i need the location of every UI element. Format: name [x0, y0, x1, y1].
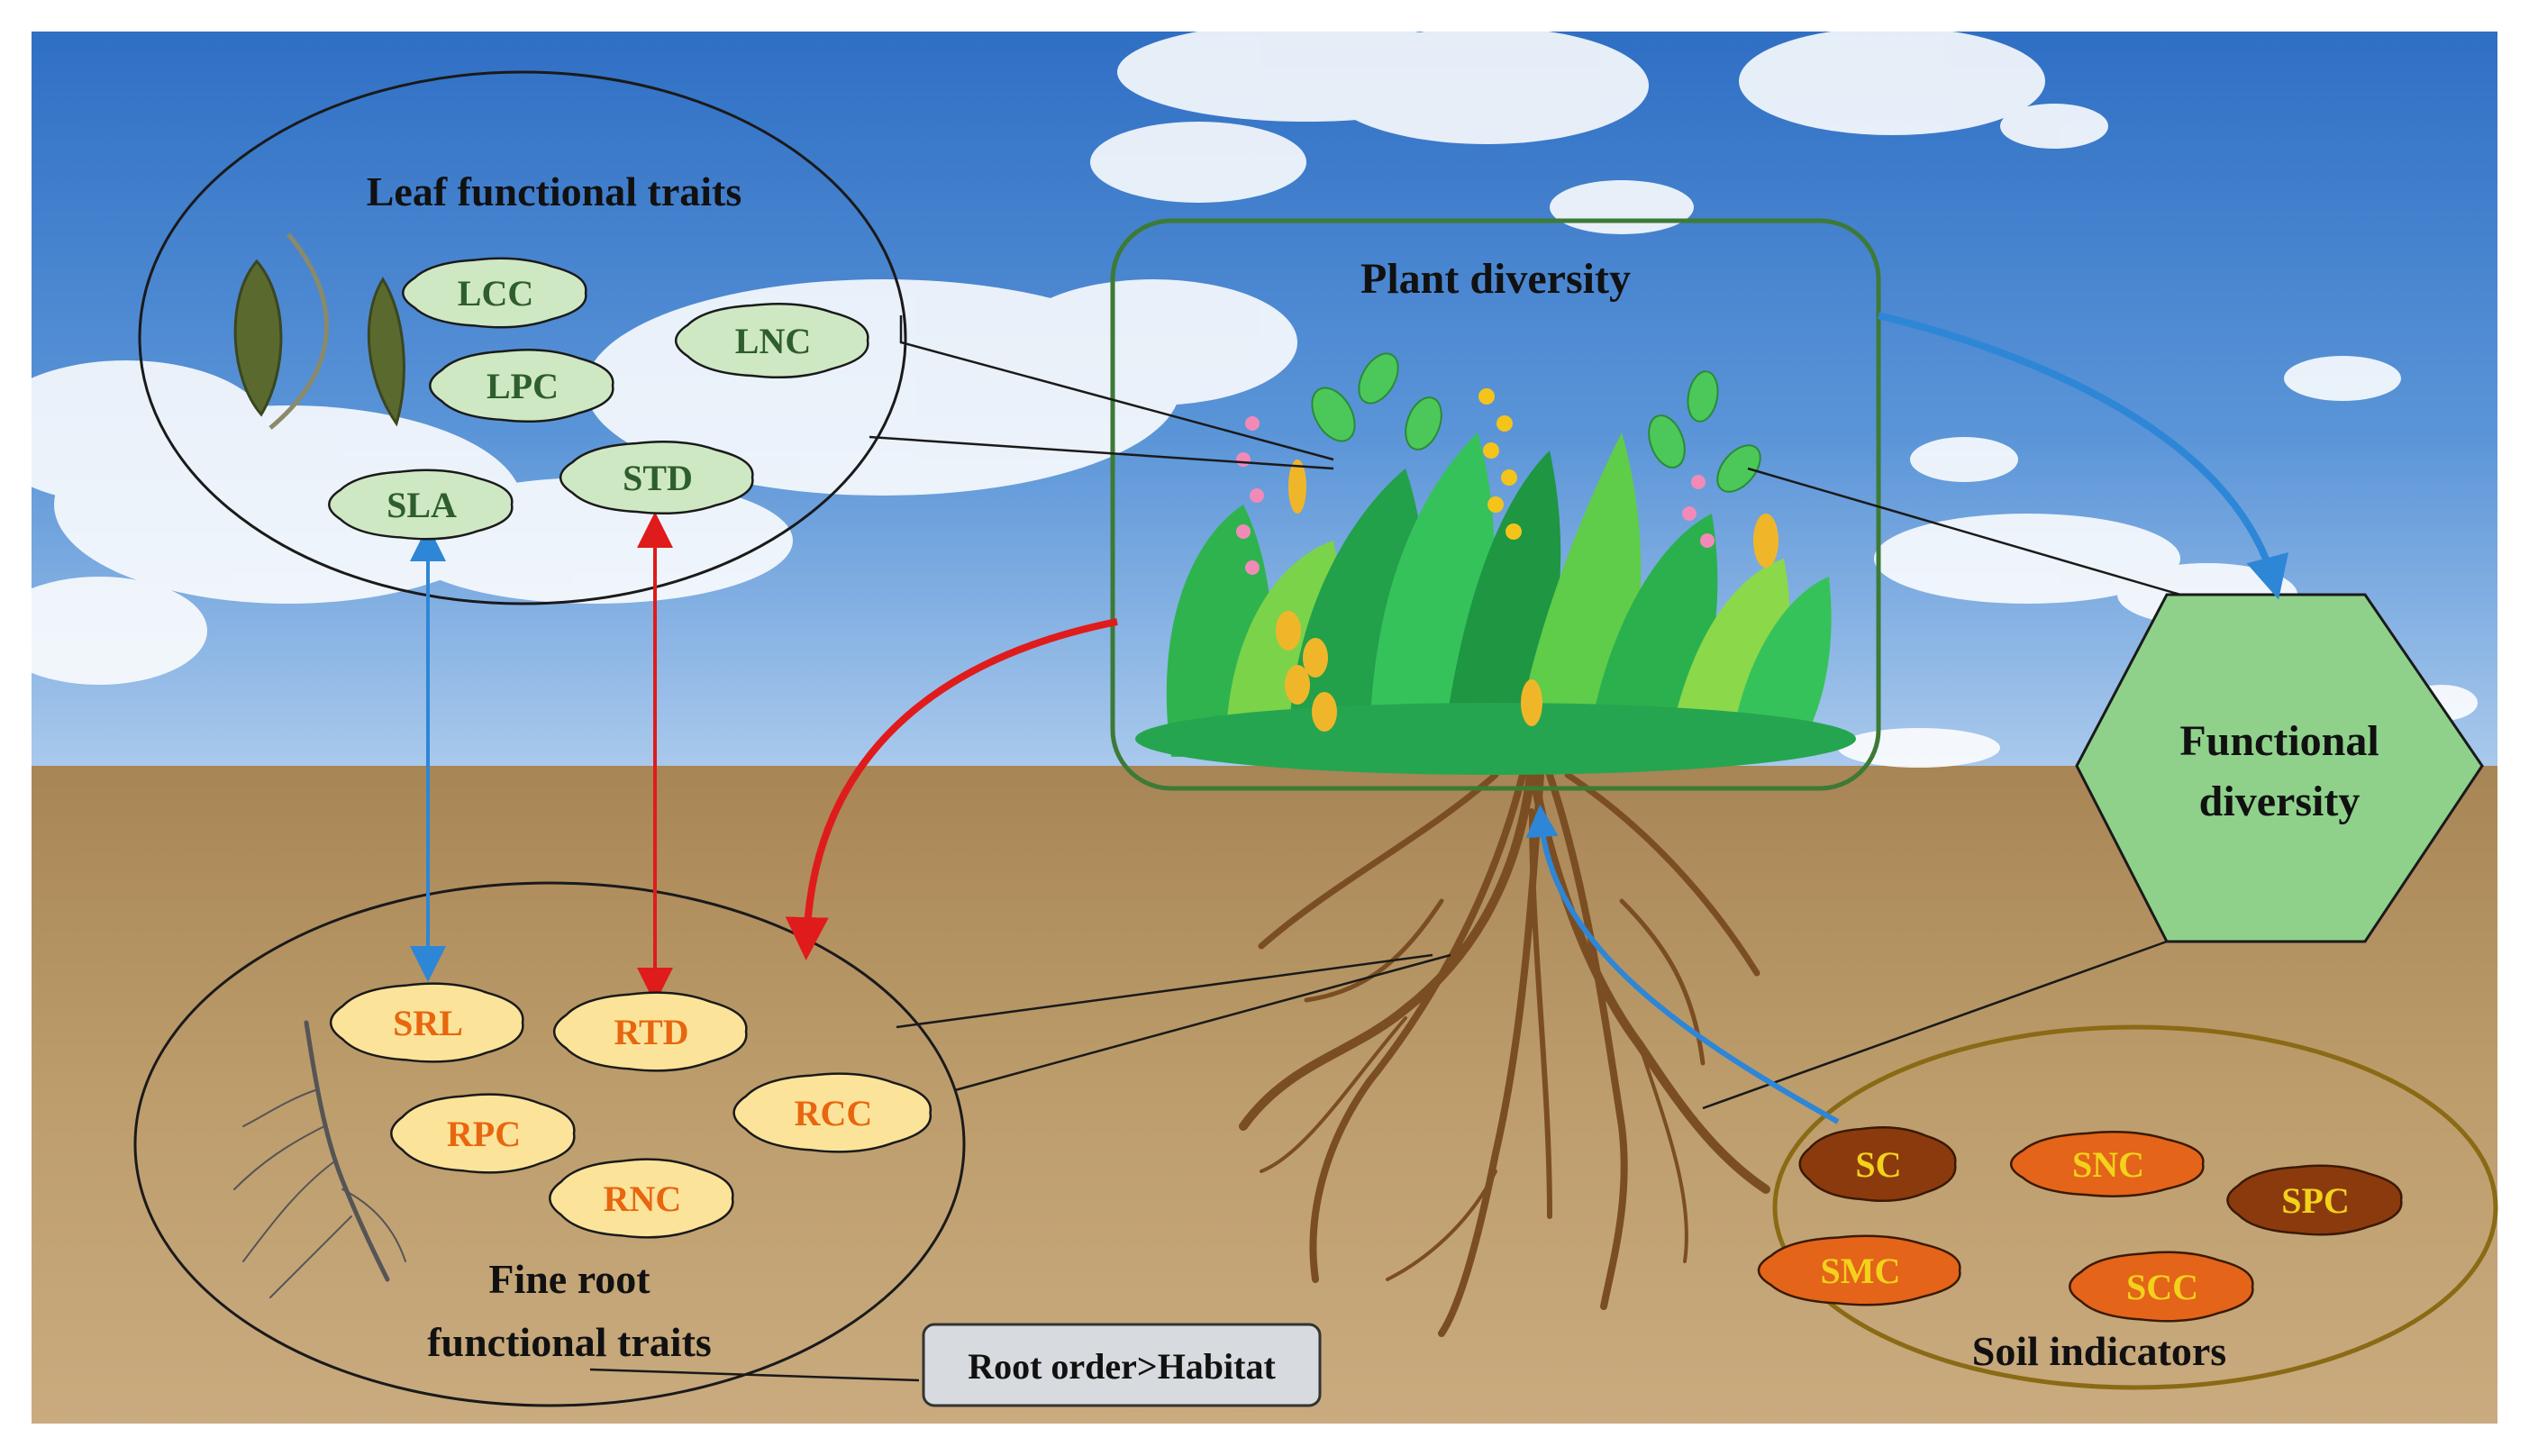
root-trait-label: SRL: [393, 1003, 463, 1043]
root-trait-shape: [552, 991, 748, 1072]
leaf-trait-label: LNC: [735, 321, 811, 361]
soil-indicator-label: SPC: [2281, 1180, 2350, 1221]
note-label: Root order>Habitat: [968, 1346, 1276, 1387]
soil-indicator-label: SNC: [2072, 1144, 2144, 1185]
root-trait-shape: [732, 1072, 932, 1153]
leaf-traits-ellipse: [138, 70, 907, 605]
soil-indicator-snc: SNC: [2009, 1131, 2205, 1197]
connector-lines: [589, 315, 2181, 1382]
functional-diversity-hexagon: [2075, 593, 2484, 943]
root-traits-title-line1: Fine root: [488, 1256, 650, 1302]
soil-indicator-spc: SPC: [2226, 1164, 2403, 1236]
leaf-trait-lpc: LPC: [429, 348, 614, 423]
arrow-plant-to-functional-diversity: [1878, 312, 2288, 600]
leaf-trait-sla: SLA: [328, 469, 514, 541]
root-trait-rtd: RTD: [552, 991, 748, 1072]
root-trait-label: RCC: [795, 1093, 873, 1133]
leaf-trait-shape: [674, 302, 869, 379]
functional-diversity-label-line1: Functional: [2179, 717, 2379, 765]
leaf-trait-label: LPC: [487, 366, 559, 406]
leaf-specimens-illustration: [233, 232, 405, 430]
soil-indicator-sc: SC: [1798, 1125, 1957, 1203]
root-trait-srl: SRL: [329, 982, 524, 1063]
root-traits-ellipse: [133, 881, 966, 1407]
plant-diversity-box: [1110, 218, 1881, 791]
root-trait-label: RNC: [604, 1178, 682, 1219]
soil-indicator-scc: SCC: [2069, 1251, 2254, 1323]
leaf-trait-lcc: LCC: [402, 257, 587, 329]
leaf-traits-title: Leaf functional traits: [367, 168, 742, 214]
arrow-soil-to-roots: [1525, 805, 1840, 1124]
leaf-trait-label: LCC: [458, 273, 533, 314]
plant-illustration: [1135, 352, 1856, 775]
leaf-trait-std: STD: [559, 440, 754, 515]
leaf-trait-shape: [328, 469, 514, 541]
soil-indicator-shape: [2226, 1164, 2403, 1236]
soil-indicator-shape: [1798, 1125, 1957, 1203]
soil-indicators-title: Soil indicators: [1972, 1328, 2226, 1374]
root-traits-title-line2: functional traits: [427, 1319, 712, 1365]
root-trait-shape: [329, 982, 524, 1063]
leaf-trait-label: SLA: [387, 485, 457, 525]
leaf-trait-label: STD: [623, 458, 693, 498]
root-trait-shape: [390, 1093, 576, 1174]
leaf-trait-shape: [429, 348, 614, 423]
soil-indicator-shape: [2009, 1131, 2205, 1197]
soil-indicator-label: SC: [1855, 1144, 1901, 1185]
root-trait-rpc: RPC: [390, 1093, 576, 1174]
root-trait-shape: [549, 1158, 734, 1239]
root-trait-rcc: RCC: [732, 1072, 932, 1153]
note-box: [922, 1323, 1322, 1407]
functional-diversity-label-line2: diversity: [2199, 778, 2361, 825]
root-trait-label: RTD: [614, 1012, 688, 1052]
soil-indicators-ellipse: [1772, 1024, 2498, 1390]
root-trait-label: RPC: [447, 1114, 521, 1154]
soil-indicator-shape: [1757, 1234, 1961, 1306]
soil-indicator-smc: SMC: [1757, 1234, 1961, 1306]
fine-root-specimen-illustration: [233, 1020, 406, 1298]
soil-indicator-shape: [2069, 1251, 2254, 1323]
leaf-trait-shape: [402, 257, 587, 329]
plant-diversity-label: Plant diversity: [1360, 255, 1631, 303]
leaf-trait-shape: [559, 440, 754, 515]
leaf-trait-lnc: LNC: [674, 302, 869, 379]
soil-indicator-label: SMC: [1821, 1251, 1901, 1291]
root-trait-rnc: RNC: [549, 1158, 734, 1239]
soil-indicator-label: SCC: [2126, 1267, 2198, 1307]
arrow-plant-to-root-traits: [785, 618, 1118, 960]
